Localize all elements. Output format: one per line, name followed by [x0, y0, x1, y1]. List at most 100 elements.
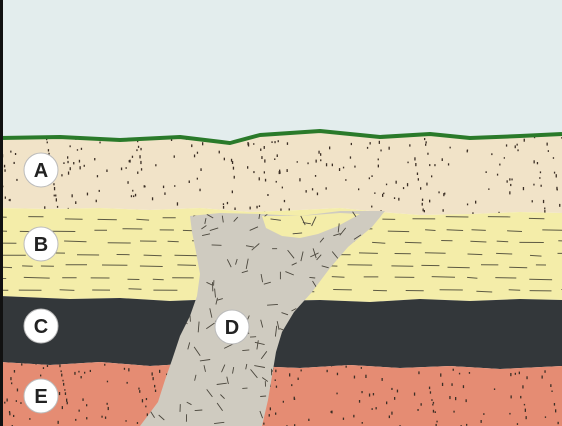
sand-speckle	[306, 190, 307, 193]
sand-speckle	[5, 197, 6, 199]
soil-speckle	[298, 378, 299, 380]
sand-speckle	[345, 179, 346, 181]
sand-speckle	[350, 156, 351, 158]
soil-speckle	[550, 384, 551, 387]
shale-dash	[129, 289, 142, 290]
sand-speckle	[155, 164, 156, 166]
label-b: B	[24, 227, 58, 261]
soil-speckle	[16, 400, 17, 402]
soil-speckle	[11, 382, 12, 384]
soil-speckle	[145, 406, 146, 408]
sand-speckle	[144, 186, 145, 188]
sand-speckle	[253, 143, 254, 145]
soil-speckle	[64, 389, 65, 391]
soil-speckle	[418, 371, 419, 374]
soil-speckle	[86, 404, 87, 406]
sand-speckle	[424, 138, 425, 140]
sand-speckle	[351, 143, 352, 145]
sand-speckle	[219, 151, 220, 154]
sand-speckle	[276, 181, 277, 183]
sand-speckle	[380, 150, 381, 152]
sand-speckle	[367, 147, 368, 149]
sand-speckle	[141, 168, 142, 170]
soil-speckle	[59, 392, 60, 395]
sand-speckle	[277, 154, 278, 157]
sand-speckle	[136, 149, 137, 151]
sand-speckle	[407, 162, 408, 164]
sand-speckle	[247, 142, 248, 145]
soil-speckle	[9, 413, 10, 416]
soil-speckle	[526, 416, 527, 419]
shale-dash	[64, 241, 86, 242]
soil-speckle	[78, 371, 79, 373]
soil-speckle	[63, 383, 64, 386]
soil-speckle	[510, 373, 511, 376]
sand-speckle	[354, 166, 355, 168]
soil-speckle	[544, 370, 545, 373]
sand-speckle	[369, 177, 370, 179]
soil-speckle	[20, 402, 21, 404]
soil-speckle	[354, 376, 355, 379]
soil-speckle	[29, 418, 30, 420]
shale-dash	[497, 241, 509, 242]
soil-speckle	[365, 375, 366, 378]
soil-speckle	[430, 391, 431, 393]
sand-speckle	[140, 161, 141, 164]
soil-speckle	[517, 423, 518, 425]
sand-speckle	[227, 202, 228, 204]
soil-speckle	[159, 370, 160, 373]
sand-speckle	[174, 155, 175, 157]
soil-speckle	[551, 391, 552, 393]
sand-speckle	[429, 164, 430, 166]
sand-speckle	[307, 162, 308, 164]
sand-speckle	[129, 160, 130, 162]
soil-speckle	[459, 373, 460, 375]
shale-dash	[359, 253, 378, 254]
sand-speckle	[106, 170, 107, 173]
sand-speckle	[94, 158, 95, 160]
sand-speckle	[14, 162, 15, 164]
shale-dash	[425, 253, 446, 254]
shale-dash	[140, 266, 163, 267]
sand-speckle	[523, 187, 524, 190]
sand-speckle	[509, 178, 510, 180]
soil-speckle	[555, 409, 556, 412]
sand-speckle	[133, 195, 134, 197]
sand-speckle	[423, 209, 424, 212]
sand-speckle	[371, 206, 372, 208]
soil-speckle	[359, 400, 360, 403]
intrusion-dash	[195, 410, 203, 411]
soil-speckle	[449, 396, 450, 399]
soil-speckle	[346, 366, 347, 368]
sand-speckle	[543, 200, 544, 203]
sand-speckle	[233, 167, 234, 170]
soil-speckle	[343, 418, 344, 420]
sand-speckle	[506, 144, 507, 146]
label-e: E	[24, 379, 58, 413]
layer-a	[0, 131, 562, 215]
sand-speckle	[287, 142, 288, 145]
soil-speckle	[153, 377, 154, 380]
sand-speckle	[422, 199, 423, 201]
sand-speckle	[326, 187, 327, 189]
shale-dash	[476, 291, 492, 292]
sand-speckle	[96, 200, 97, 203]
soil-speckle	[440, 373, 441, 376]
soil-speckle	[362, 422, 363, 424]
soil-speckle	[275, 370, 276, 373]
shale-dash	[529, 279, 552, 280]
sand-speckle	[126, 167, 127, 169]
sand-speckle	[53, 183, 54, 185]
soil-speckle	[429, 387, 430, 390]
sand-speckle	[234, 176, 235, 179]
soil-speckle	[308, 419, 309, 421]
soil-speckle	[283, 401, 284, 403]
sand-speckle	[223, 203, 224, 205]
label-a-text: A	[34, 160, 48, 182]
soil-speckle	[554, 403, 555, 406]
shale-dash	[388, 231, 409, 232]
sand-speckle	[394, 197, 395, 199]
soil-speckle	[65, 392, 66, 395]
sand-speckle	[438, 191, 439, 193]
sand-speckle	[499, 164, 500, 166]
